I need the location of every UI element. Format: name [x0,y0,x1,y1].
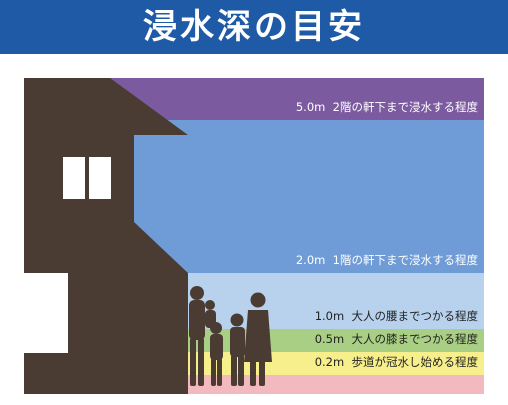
level-label-5m: 5.0m 2階の軒下まで浸水する程度 [295,100,478,114]
house-upper-floor [24,78,188,222]
level-label-02m: 0.2m 歩道が冠水し始める程度 [314,355,478,369]
header-bar: 浸水深の目安 [0,0,508,54]
house-window-right [89,157,111,199]
family-silhouette [189,286,272,386]
level-label-1m: 1.0m 大人の腰までつかる程度 [314,309,478,323]
house-doorway [24,273,68,353]
house-window-left [63,157,85,199]
level-label-2m: 2.0m 1階の軒下まで浸水する程度 [295,253,478,267]
page-title: 浸水深の目安 [143,7,365,47]
level-label-05m: 0.5m 大人の膝までつかる程度 [314,332,478,346]
